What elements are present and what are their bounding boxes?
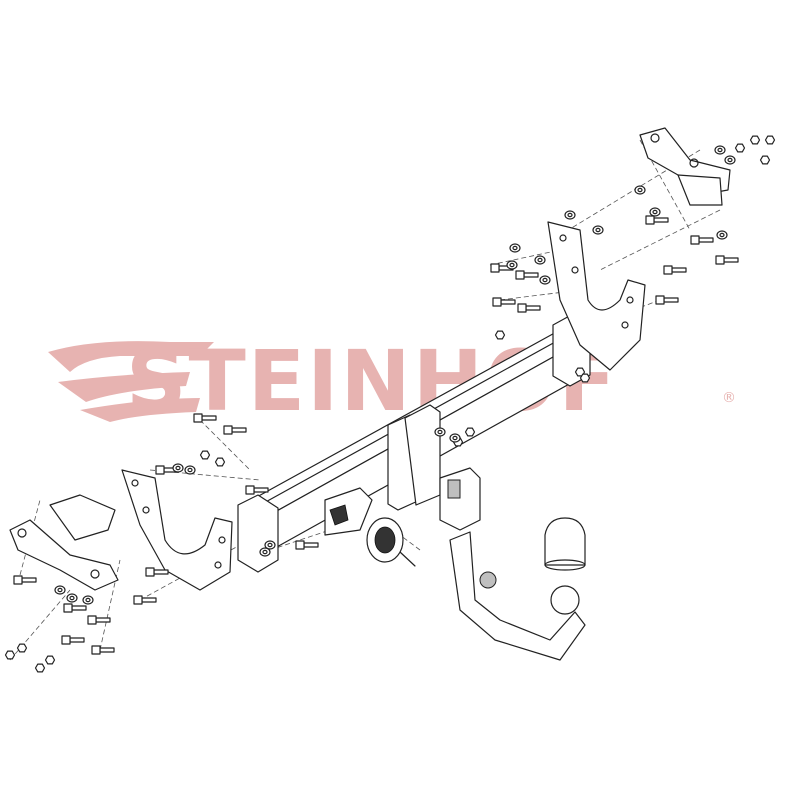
nut: [759, 155, 771, 165]
nut: [44, 655, 56, 665]
bolt: [517, 303, 541, 313]
washer: [506, 260, 518, 270]
nut: [749, 135, 761, 145]
washer: [534, 255, 546, 265]
bolt: [63, 603, 87, 613]
bolt: [655, 295, 679, 305]
nut: [464, 427, 476, 437]
nut: [16, 643, 28, 653]
electrical-socket: [366, 517, 416, 567]
bolt: [193, 413, 217, 423]
nut: [199, 450, 211, 460]
bolt: [145, 567, 169, 577]
registered-mark: ®: [722, 390, 736, 406]
washer: [564, 210, 576, 220]
left-side-bracket: [121, 469, 233, 591]
bolt: [515, 270, 539, 280]
washer: [449, 433, 461, 443]
receiver-housing: [439, 467, 481, 531]
washer: [259, 547, 271, 557]
bolt: [295, 540, 319, 550]
nut: [734, 143, 746, 153]
bolt-set: [4, 135, 776, 673]
bolt: [645, 215, 669, 225]
washer: [82, 595, 94, 605]
washer: [172, 463, 184, 473]
bolt: [61, 635, 85, 645]
washer: [724, 155, 736, 165]
bolt: [690, 235, 714, 245]
right-side-bracket: [547, 221, 646, 371]
bolt: [223, 425, 247, 435]
washer: [264, 540, 276, 550]
bolt: [133, 595, 157, 605]
bolt: [13, 575, 37, 585]
bolt: [91, 645, 115, 655]
bolt: [492, 297, 516, 307]
right-mounting-plate: [639, 127, 731, 206]
brand-swoosh-logo: [48, 341, 214, 422]
left-mounting-plate: [9, 494, 119, 591]
nut: [214, 457, 226, 467]
bolt: [715, 255, 739, 265]
nut: [4, 650, 16, 660]
nut: [579, 373, 591, 383]
bolt: [87, 615, 111, 625]
main-crossbar: [237, 313, 591, 573]
washer: [649, 207, 661, 217]
washer: [716, 230, 728, 240]
socket-bracket: [324, 487, 373, 536]
washer: [634, 185, 646, 195]
washer: [592, 225, 604, 235]
washer: [539, 275, 551, 285]
washer: [714, 145, 726, 155]
ball-cover-cap: [544, 517, 586, 571]
bolt: [245, 485, 269, 495]
nut: [34, 663, 46, 673]
washer: [66, 593, 78, 603]
washer: [184, 465, 196, 475]
nut: [494, 330, 506, 340]
washer: [54, 585, 66, 595]
nut: [764, 135, 776, 145]
bolt: [663, 265, 687, 275]
washer: [434, 427, 446, 437]
tow-ball-neck: [449, 531, 586, 661]
washer: [509, 243, 521, 253]
